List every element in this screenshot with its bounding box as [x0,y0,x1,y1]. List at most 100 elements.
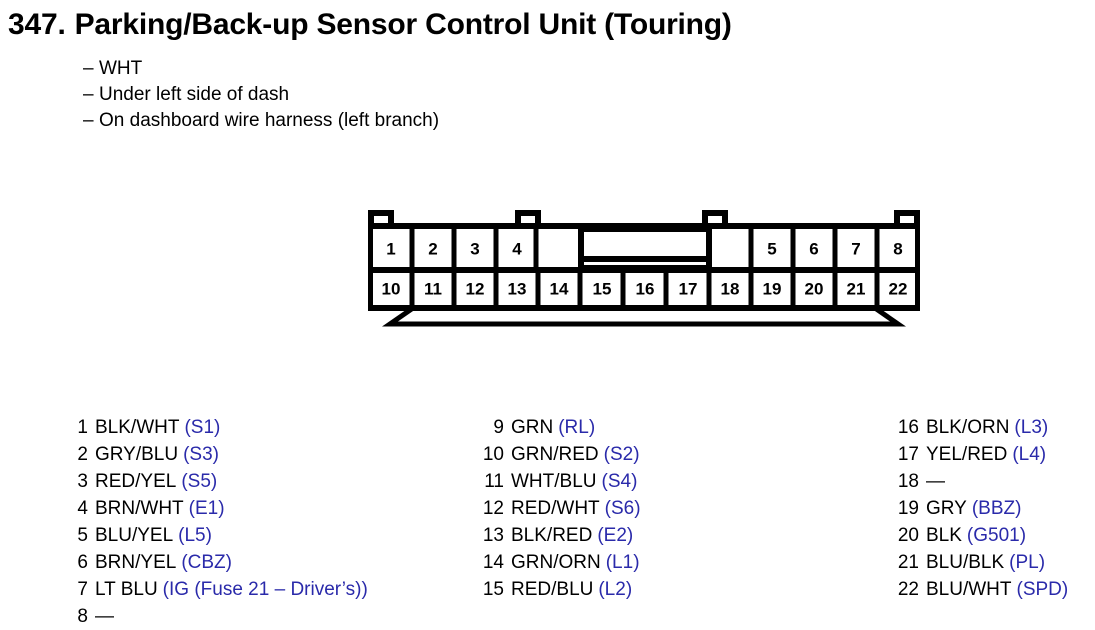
connector-pin-20: 20 [805,279,824,298]
pin-wire-color: RED/BLU [511,579,594,600]
pin-circuit-code: (PL) [1009,552,1046,573]
pin-circuit-code: (L5) [178,525,212,546]
connector-pin-3: 3 [470,239,479,258]
pin-wire-color: BLK/ORN [926,417,1010,438]
center-slot-box [578,226,712,271]
subtitle-item: –WHT [83,56,439,82]
pin-wire-color: BLU/WHT [926,579,1012,600]
pin-circuit-code: (S2) [603,444,640,465]
pin-row: 15 RED/BLU(L2) [478,576,878,603]
connector-pin-18: 18 [721,279,740,298]
connector-pin-17: 17 [679,279,698,298]
pin-number: 18 [897,471,919,492]
pin-row: 10 GRN/RED(S2) [478,441,878,468]
pin-number: 11 [484,471,504,492]
pin-row: 4 BRN/WHT(E1) [62,495,462,522]
pin-number: 4 [77,498,88,519]
page-title-number: 347. [8,8,66,41]
pin-wire-color: GRN/ORN [511,552,601,573]
pin-unused-marker: — [95,606,114,627]
pin-row: 19 GRY(BBZ) [893,495,1093,522]
subtitle-text: WHT [99,58,143,79]
pin-number: 17 [897,444,919,465]
pin-number: 13 [482,525,504,546]
subtitle-item: –Under left side of dash [83,82,439,108]
pin-wire-color: BLK/WHT [95,417,180,438]
pin-number: 20 [897,525,919,546]
connector-pin-8: 8 [893,239,902,258]
connector-center-slot [578,226,712,271]
connector-pin-21: 21 [847,279,866,298]
pin-row: 14 GRN/ORN(L1) [478,549,878,576]
connector-diagram: 1 2 3 4 5 6 7 8 9 10 11 12 13 14 15 16 1… [368,210,920,330]
connector-pin-14: 14 [550,279,569,298]
pin-wire-color: BLU/BLK [926,552,1005,573]
pin-row: 8— [62,603,462,630]
pin-circuit-code: (CBZ) [181,552,232,573]
pin-circuit-code: (E2) [597,525,634,546]
pin-circuit-code: (G501) [966,525,1027,546]
pin-number: 14 [482,552,504,573]
pin-circuit-code: (L1) [605,552,640,573]
pin-wire-color: GRY [926,498,967,519]
pin-circuit-code: (S5) [181,471,218,492]
pin-circuit-code: (L2) [598,579,633,600]
pin-number: 16 [897,417,919,438]
pin-number: 10 [482,444,504,465]
pin-wire-color: RED/YEL [95,471,177,492]
connector-pin-12: 12 [466,279,485,298]
connector-pin-13: 13 [508,279,527,298]
connector-pin-22: 22 [889,279,908,298]
pin-circuit-code: (BBZ) [971,498,1022,519]
connector-pin-5: 5 [767,239,776,258]
connector-pin-1: 1 [386,239,395,258]
top-row-dividers-right [748,229,880,270]
pin-wire-color: YEL/RED [926,444,1008,465]
connector-svg: 1 2 3 4 5 6 7 8 9 10 11 12 13 14 15 16 1… [368,210,920,327]
pin-number: 1 [77,417,88,438]
pin-number: 12 [482,498,504,519]
pin-circuit-code: (L4) [1012,444,1047,465]
pin-number: 2 [77,444,88,465]
pin-number: 15 [482,579,504,600]
pin-number: 22 [897,579,919,600]
pin-row: 18 — [893,468,1093,495]
pin-row: 20 BLK(G501) [893,522,1093,549]
connector-pin-4: 4 [512,239,522,258]
pin-row: 17 YEL/RED(L4) [893,441,1093,468]
subtitle-text: On dashboard wire harness (left branch) [99,110,440,131]
pin-wire-color: BLK [926,525,962,546]
pin-wire-color: GRN/RED [511,444,599,465]
pin-number: 19 [897,498,919,519]
pin-wire-color: BLU/YEL [95,525,174,546]
pin-wire-color: BRN/YEL [95,552,177,573]
pin-circuit-code: (S4) [601,471,638,492]
connector-pin-10: 10 [382,279,401,298]
pin-circuit-code: (IG (Fuse 21 – Driver’s)) [162,579,368,600]
top-row-dividers-left [409,229,539,270]
bottom-row-dividers [409,270,880,308]
pin-unused-marker: — [926,471,945,492]
pin-number: 9 [493,417,504,438]
subtitle-dash: – [83,84,94,105]
pin-wire-color: BRN/WHT [95,498,184,519]
pin-number: 8 [77,606,88,627]
connector-pin-7: 7 [851,239,860,258]
connector-pin-15: 15 [593,279,612,298]
subtitle-dash: – [83,110,94,131]
pin-circuit-code: (E1) [188,498,225,519]
connector-pin-16: 16 [636,279,655,298]
subtitle-text: Under left side of dash [99,84,290,105]
